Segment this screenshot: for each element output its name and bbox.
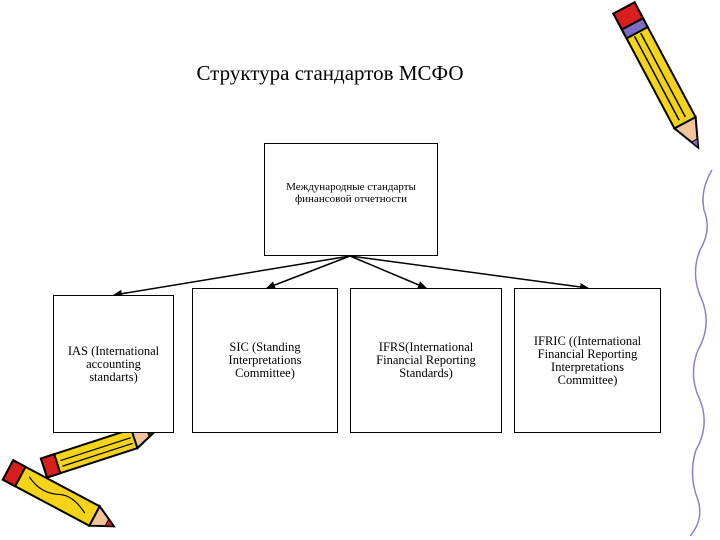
arrow-to-ias bbox=[113, 255, 351, 298]
arrow-to-ifrs bbox=[349, 255, 427, 289]
child-node-ias: IAS (International accounting standarts) bbox=[53, 295, 174, 433]
child-node-label: SIC (Standing Interpretations Committee) bbox=[228, 340, 302, 380]
child-node-label: IFRS(International Financial Reporting S… bbox=[376, 340, 476, 380]
child-node-sic: SIC (Standing Interpretations Committee) bbox=[192, 288, 338, 433]
child-node-ifric: IFRIC ((International Financial Reportin… bbox=[514, 288, 661, 433]
child-node-label: IFRIC ((International Financial Reportin… bbox=[533, 333, 642, 387]
page-title: Структура стандартов МСФО bbox=[196, 61, 464, 85]
arrow-to-sic bbox=[266, 255, 351, 289]
root-node-label: Международные стандарты финансовой отчет… bbox=[286, 181, 416, 205]
arrow-to-ifric bbox=[349, 255, 589, 291]
child-node-ifrs: IFRS(International Financial Reporting S… bbox=[350, 288, 502, 433]
child-node-label: IAS (International accounting standarts) bbox=[67, 343, 160, 384]
root-node: Международные стандарты финансовой отчет… bbox=[264, 143, 438, 256]
